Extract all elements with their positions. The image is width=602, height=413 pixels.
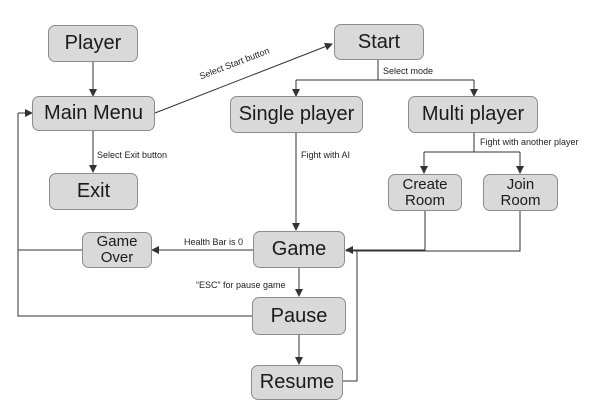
- edge-join-game: [346, 211, 521, 252]
- node-join-room: Join Room: [483, 174, 558, 211]
- node-resume: Resume: [251, 365, 343, 400]
- label-fight-player: Fight with another player: [480, 137, 579, 147]
- node-start: Start: [334, 24, 424, 60]
- edge-mainmenu-start: [154, 42, 333, 114]
- label-fight-ai: Fight with AI: [301, 150, 351, 160]
- node-game-over: Game Over: [82, 232, 152, 268]
- node-create-room: Create Room: [388, 174, 462, 211]
- edge-pause-mainmenu: [17, 250, 252, 317]
- label-select-exit: Select Exit button: [97, 150, 168, 160]
- node-main-menu: Main Menu: [32, 96, 155, 131]
- node-multi-player: Multi player: [408, 96, 538, 133]
- edge-resume-game: [343, 250, 358, 382]
- label-esc-pause: “ESC” for pause game: [196, 280, 286, 290]
- node-exit: Exit: [49, 173, 138, 210]
- node-pause: Pause: [252, 297, 346, 335]
- node-game: Game: [253, 231, 345, 268]
- label-select-mode: Select mode: [383, 66, 434, 76]
- node-player: Player: [48, 25, 138, 62]
- node-single-player: Single player: [230, 96, 363, 133]
- label-health-zero: Health Bar is 0: [184, 237, 244, 247]
- edge-create-game: [345, 211, 426, 254]
